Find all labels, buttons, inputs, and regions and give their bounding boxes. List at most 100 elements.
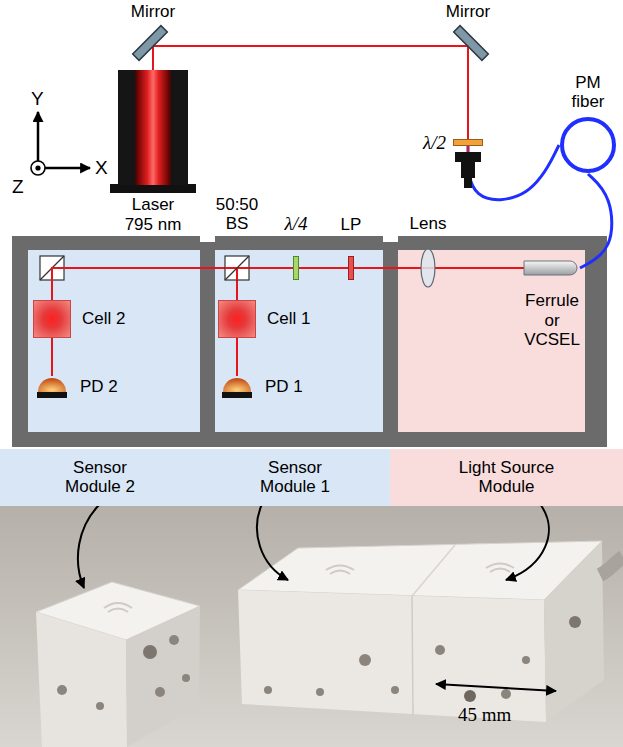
module-photo (522, 656, 530, 664)
axis-label: Z (12, 176, 24, 198)
module-photo (544, 541, 604, 722)
module-photo (359, 654, 371, 666)
module-photo (464, 690, 476, 702)
laser-beam (299, 267, 348, 269)
mirror-shape (135, 28, 171, 64)
leader-arrow (78, 504, 100, 588)
module-photo (126, 606, 200, 747)
laser-source: Laser 795 nm (118, 70, 188, 185)
photodiode-shape (36, 376, 68, 398)
fiber-coupler (464, 178, 472, 188)
node-label: PM fiber (567, 73, 609, 112)
module-photo (435, 645, 445, 655)
laser-beam (236, 338, 238, 376)
module-photo (182, 674, 190, 682)
module-band: Sensor Module 1 (200, 449, 390, 506)
vapor-cell: Cell 2 (33, 300, 71, 338)
beam-segment (153, 46, 171, 64)
module-photo (36, 612, 127, 747)
laser-beam (467, 64, 469, 139)
vapor-cell: Cell 1 (218, 300, 256, 338)
module-photo (238, 590, 546, 722)
quarter-wave-plate: λ/4 (293, 256, 299, 280)
laser-beam (354, 267, 420, 269)
laser-beam (249, 267, 293, 269)
half-wave-plate: λ/2 (453, 139, 483, 146)
axes-symbol (37, 112, 40, 168)
diode-dome (38, 378, 66, 392)
ferrule-shape (524, 259, 580, 277)
node-label: Laser 795 nm (121, 195, 185, 234)
node-label: LP (341, 215, 362, 235)
module-photo (169, 635, 179, 645)
module-photo (600, 557, 623, 575)
laser-base (110, 184, 196, 193)
module-photo (155, 687, 165, 697)
beam-splitter-shape (225, 256, 249, 280)
node-label: 50:50 BS (212, 195, 262, 234)
module-photo (316, 688, 324, 696)
linear-polarizer: LP (348, 256, 354, 280)
connector-layer (52, 46, 612, 376)
sensor-compartment (28, 250, 200, 432)
beam-segment (225, 268, 249, 280)
laser-beam (51, 338, 53, 376)
beam-splitter: 50:50 BS (225, 256, 249, 280)
module-photo (412, 596, 413, 714)
lens-shape (420, 248, 436, 288)
sensor-compartment (215, 250, 383, 432)
fiber-coil (562, 119, 614, 171)
module-photo (569, 616, 581, 628)
laser-beam (171, 45, 450, 47)
axes-symbol (31, 161, 45, 175)
node-label: λ/2 (423, 132, 446, 154)
beam-segment (450, 46, 468, 64)
node-label: Cell 1 (267, 309, 310, 329)
laser-beam (52, 268, 225, 300)
fiber-loop: PM fiber (559, 116, 617, 174)
dimension-label: 45 mm (458, 704, 511, 726)
node-label: Mirror (131, 2, 175, 22)
node-label: Lens (410, 214, 447, 234)
axes-symbol (31, 112, 90, 175)
leader-arrow (257, 504, 288, 580)
diode-base (222, 392, 252, 398)
photodiode-shape (221, 376, 253, 398)
housing (383, 236, 398, 242)
leader-arrow (78, 504, 549, 588)
dimension-arrow (436, 684, 556, 691)
axes-symbol (35, 165, 40, 170)
diode-base (37, 392, 67, 398)
mirror-plate (133, 26, 168, 61)
node-label: Ferrule or VCSEL (520, 291, 584, 350)
lens-body (421, 249, 435, 287)
optical-fiber (580, 174, 612, 268)
fiber-coupler (455, 146, 481, 188)
laser-beam (436, 267, 524, 269)
fiber-coupler (461, 162, 475, 178)
module-photo (0, 506, 623, 747)
axis-label: X (95, 157, 108, 179)
module-photo (264, 686, 272, 694)
optical-fiber (468, 145, 559, 200)
node-label: Cell 2 (82, 309, 125, 329)
module-photo (143, 645, 157, 659)
housing (12, 236, 607, 447)
mirror-plate (454, 26, 489, 61)
node-label: λ/4 (284, 213, 307, 235)
axis-label: Y (31, 88, 44, 110)
splitter-diagonal (225, 256, 249, 280)
module-photo (0, 506, 623, 747)
mirror: Mirror (135, 28, 171, 64)
laser-beam (236, 280, 238, 300)
ferrule-body (524, 261, 577, 275)
node-label: PD 2 (80, 377, 118, 397)
module-photo (501, 689, 511, 699)
node-label: Mirror (446, 2, 490, 22)
cube (225, 256, 249, 280)
node-label: Sensor Module 2 (58, 458, 142, 497)
leader-arrow (506, 504, 549, 580)
